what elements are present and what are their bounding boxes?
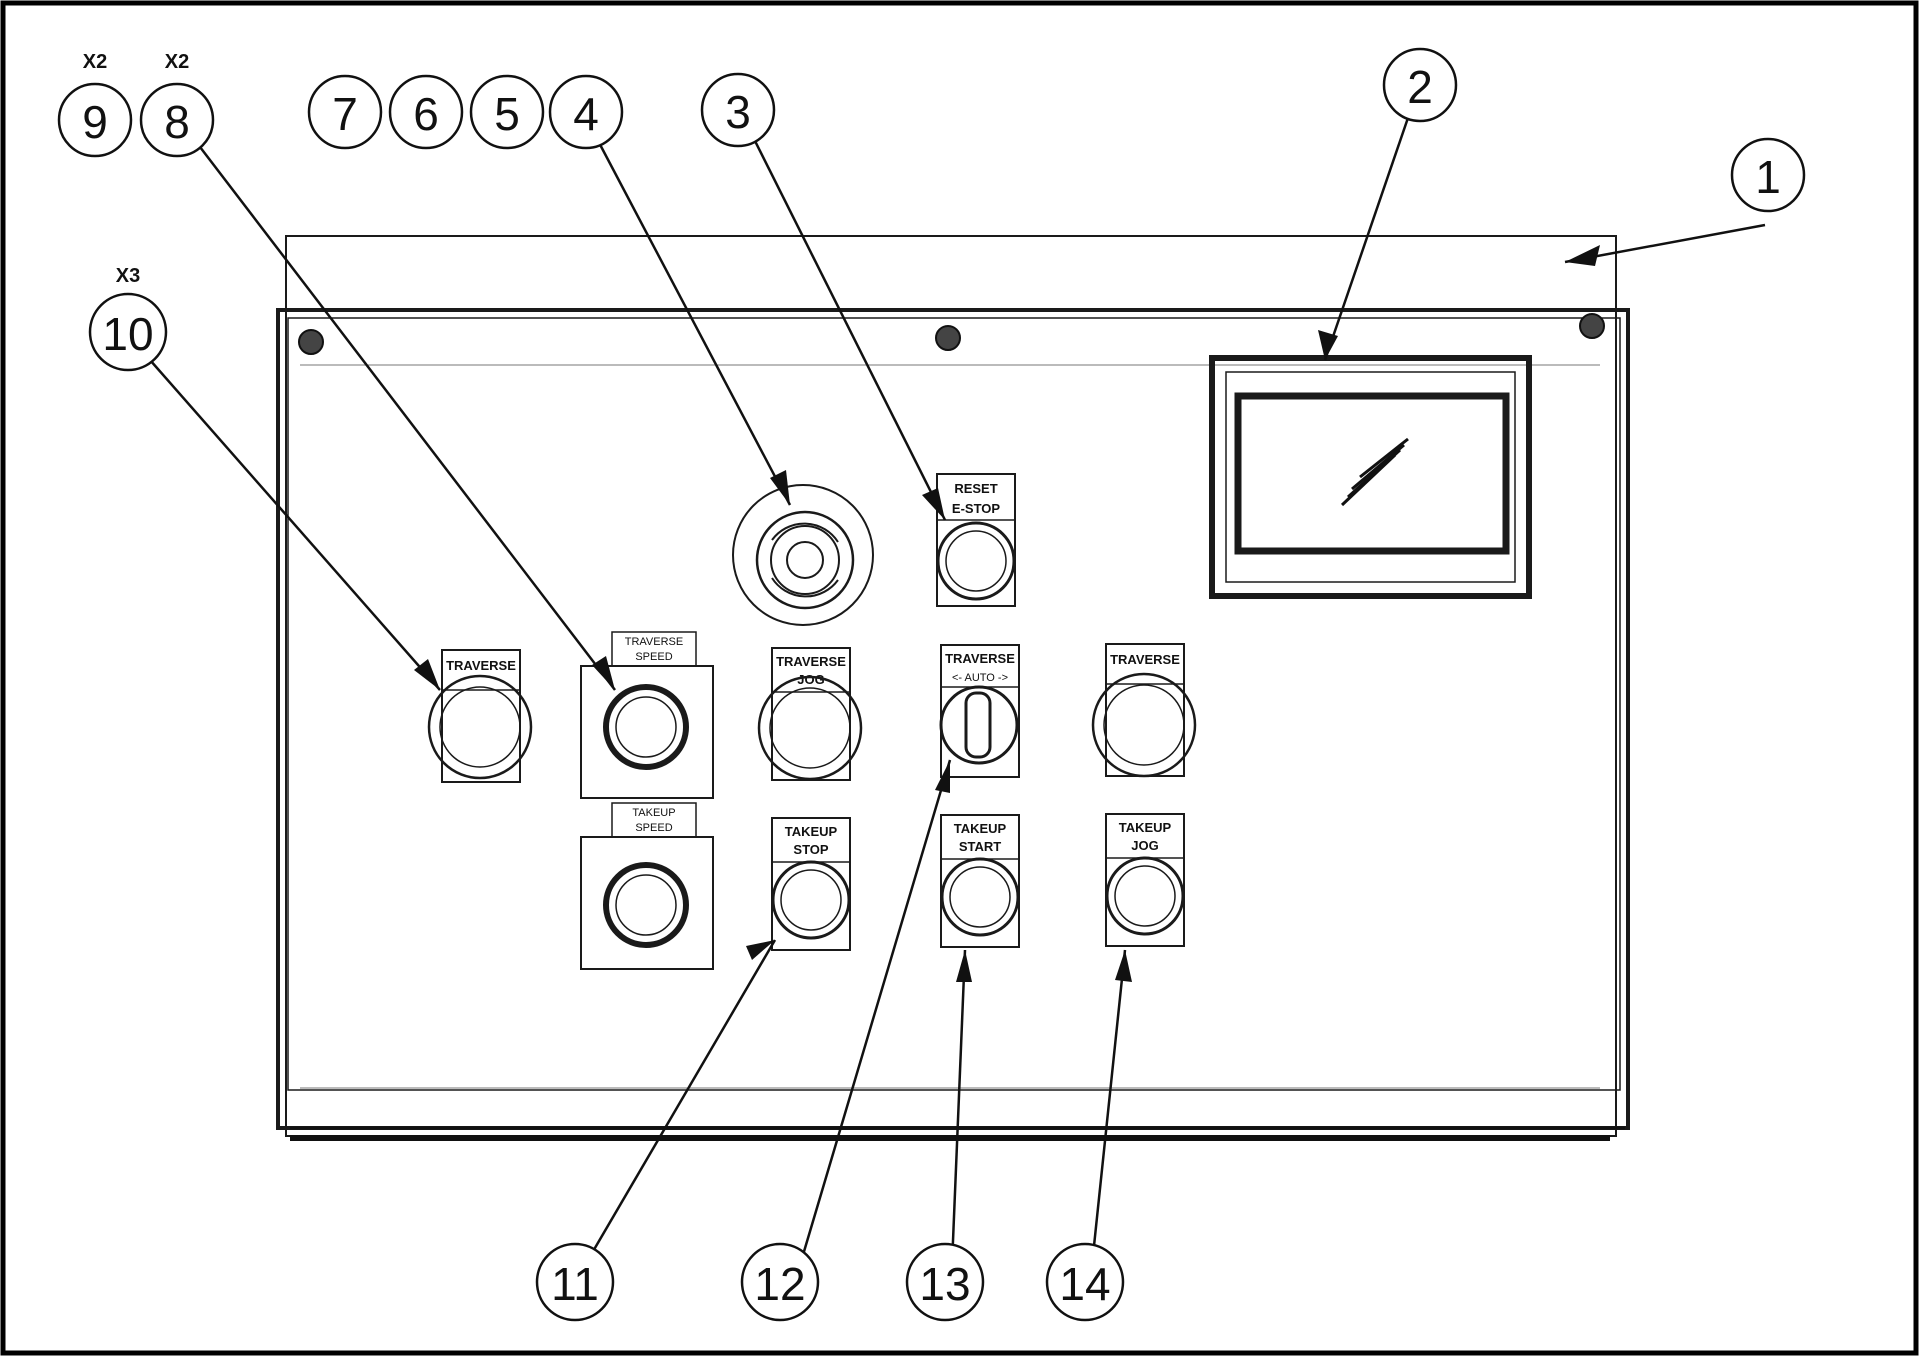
balloon-5: 5	[469, 74, 545, 150]
operator-traverse-left: TRAVERSE	[427, 649, 533, 783]
plate-estop: E-STOP	[952, 501, 1000, 516]
balloon-number: 10	[102, 308, 153, 360]
plate-takeup-jog-1: TAKEUP	[1119, 820, 1172, 835]
potentiometer-takeup-speed: TAKEUP SPEED	[580, 802, 714, 970]
plate-traverse-speed-1: TRAVERSE	[625, 636, 683, 648]
plate-takeup-start-1: TAKEUP	[954, 821, 1007, 836]
balloon-7: 7	[307, 74, 383, 150]
operator-takeup-start: TAKEUP START	[940, 814, 1020, 948]
emergency-stop-button	[732, 484, 874, 626]
balloon-8: X2 8	[139, 51, 215, 158]
plate-takeup-speed-2: SPEED	[635, 822, 672, 834]
plate-traverse: TRAVERSE	[446, 658, 516, 673]
balloon-number: 14	[1059, 1258, 1110, 1310]
plate-traverse-auto-2: <- AUTO ->	[952, 672, 1008, 684]
mounting-screw	[935, 325, 961, 351]
mounting-screw	[1579, 313, 1605, 339]
plate-takeup-jog-2: JOG	[1131, 838, 1158, 853]
operator-reset-estop: RESET E-STOP	[936, 473, 1016, 607]
balloon-number: 9	[82, 96, 108, 148]
balloon-number: 13	[919, 1258, 970, 1310]
balloon-number: 11	[551, 1258, 599, 1310]
selector-traverse-auto: TRAVERSE <- AUTO ->	[939, 644, 1020, 778]
balloon-number: 2	[1407, 61, 1433, 113]
plate-takeup-speed-1: TAKEUP	[632, 807, 675, 819]
operator-traverse-right: TRAVERSE	[1091, 643, 1197, 778]
leader-lines	[149, 111, 1766, 1266]
plate-reset: RESET	[954, 481, 997, 496]
qty-label: X2	[83, 51, 107, 73]
plate-traverse-jog-1: TRAVERSE	[776, 654, 846, 669]
balloon-2: 2	[1382, 47, 1458, 123]
balloon-11: 11	[535, 1242, 615, 1322]
mounting-screw	[298, 329, 324, 355]
plate-traverse-right: TRAVERSE	[1110, 652, 1180, 667]
balloon-number: 7	[332, 88, 358, 140]
operator-traverse-jog: TRAVERSE JOG	[757, 647, 863, 781]
plate-takeup-stop-1: TAKEUP	[785, 824, 838, 839]
balloon-4: 4	[548, 74, 624, 150]
balloon-number: 4	[573, 88, 599, 140]
potentiometer-traverse-speed: TRAVERSE SPEED	[580, 631, 714, 799]
plate-traverse-speed-2: SPEED	[635, 651, 672, 663]
balloon-14: 14	[1045, 1242, 1125, 1322]
balloon-number: 8	[164, 96, 190, 148]
operator-takeup-stop: TAKEUP STOP	[771, 817, 851, 951]
enclosure	[276, 235, 1630, 1141]
balloon-number: 6	[413, 88, 439, 140]
plate-traverse-jog-2: JOG	[797, 672, 824, 687]
balloon-number: 1	[1755, 151, 1781, 203]
operator-takeup-jog: TAKEUP JOG	[1105, 813, 1185, 947]
balloon-9: X2 9	[57, 51, 133, 158]
balloon-10: X3 10	[88, 265, 168, 372]
arrowheads	[414, 245, 1600, 982]
plate-traverse-auto-1: TRAVERSE	[945, 651, 1015, 666]
balloon-3: 3	[700, 72, 776, 148]
plate-takeup-stop-2: STOP	[793, 842, 828, 857]
balloon-12: 12	[740, 1242, 820, 1322]
balloon-number: 5	[494, 88, 520, 140]
balloon-13: 13	[905, 1242, 985, 1322]
plate-takeup-start-2: START	[959, 839, 1001, 854]
qty-label: X3	[116, 265, 140, 287]
balloon-number: 3	[725, 86, 751, 138]
balloon-1: 1	[1730, 137, 1806, 213]
hmi-display	[1209, 355, 1532, 599]
balloon-number: 12	[754, 1258, 805, 1310]
balloon-6: 6	[388, 74, 464, 150]
qty-label: X2	[165, 51, 189, 73]
